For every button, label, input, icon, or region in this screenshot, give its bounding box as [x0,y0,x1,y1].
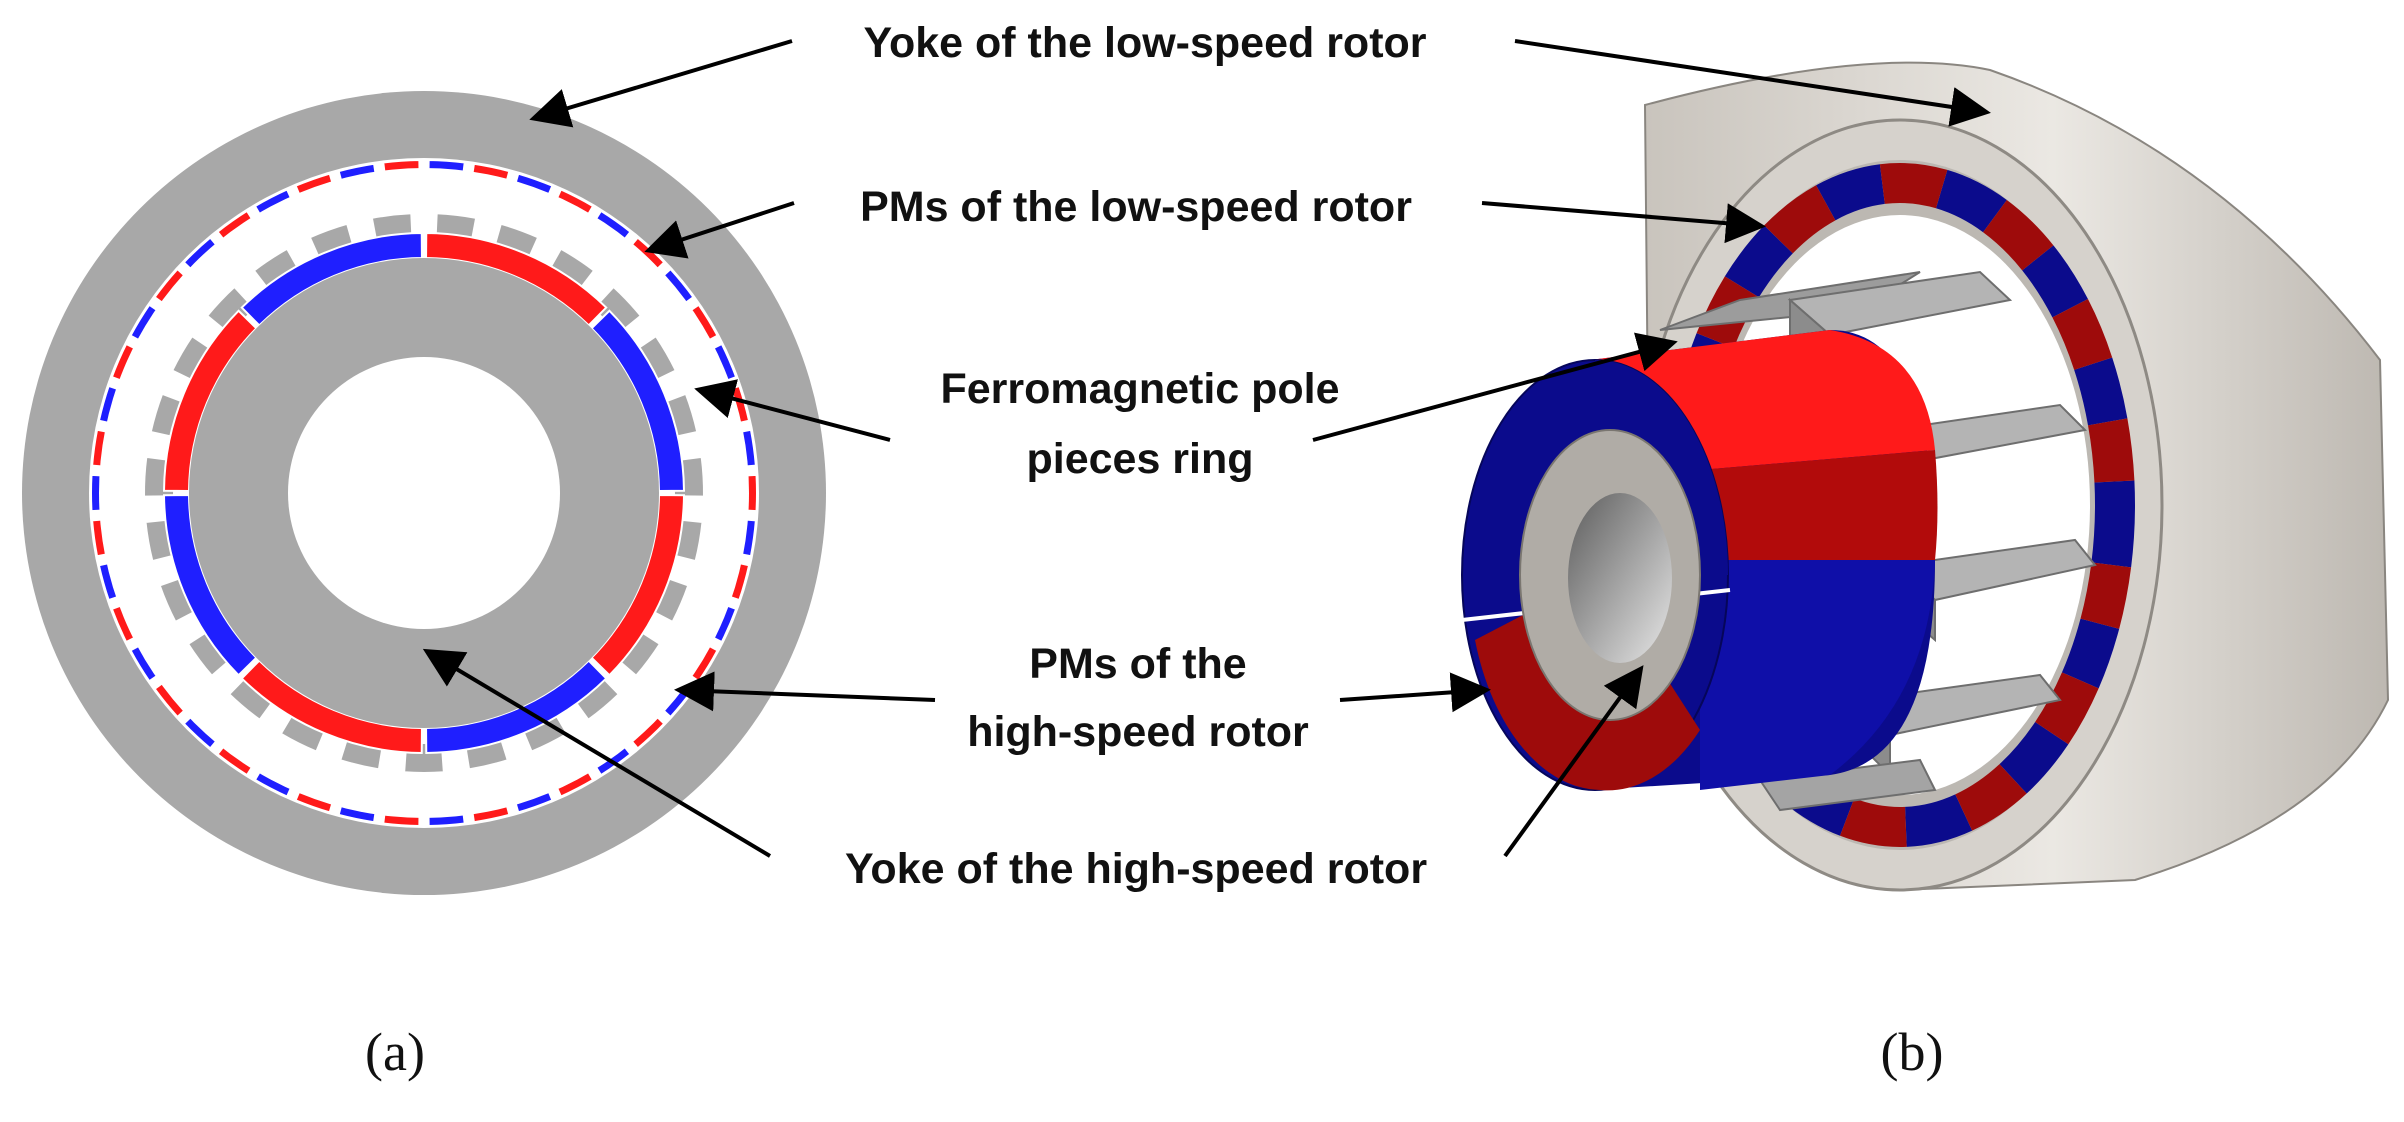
high-speed-pm-magnet [240,659,423,754]
label-pms-high-speed-rotor-line1: PMs of the [1029,640,1246,688]
label-yoke-low-speed-rotor: Yoke of the low-speed rotor [863,19,1426,67]
high-speed-rotor-3d [1461,330,1938,791]
high-speed-pm-ring [163,232,685,754]
caption-panel-a: (a) [365,1022,425,1082]
cross-section-view [22,91,826,895]
high-speed-pm-magnet [425,232,608,327]
label-yoke-high-speed-rotor: Yoke of the high-speed rotor [845,845,1427,893]
shaft-bore-3d [1568,493,1672,663]
label-pms-low-speed-rotor: PMs of the low-speed rotor [860,183,1412,231]
high-speed-pm-magnet [590,494,685,677]
exploded-3d-view [1461,61,2390,892]
arrow-icon [422,39,1991,858]
shaft-bore [288,357,560,629]
caption-panel-b: (b) [1881,1022,1944,1082]
label-pole-pieces-ring-line1: Ferromagnetic pole [940,365,1339,413]
label-pole-pieces-ring-line2: pieces ring [1026,435,1253,483]
label-pms-high-speed-rotor-line2: high-speed rotor [967,708,1309,756]
high-speed-pm-magnet [163,309,258,492]
